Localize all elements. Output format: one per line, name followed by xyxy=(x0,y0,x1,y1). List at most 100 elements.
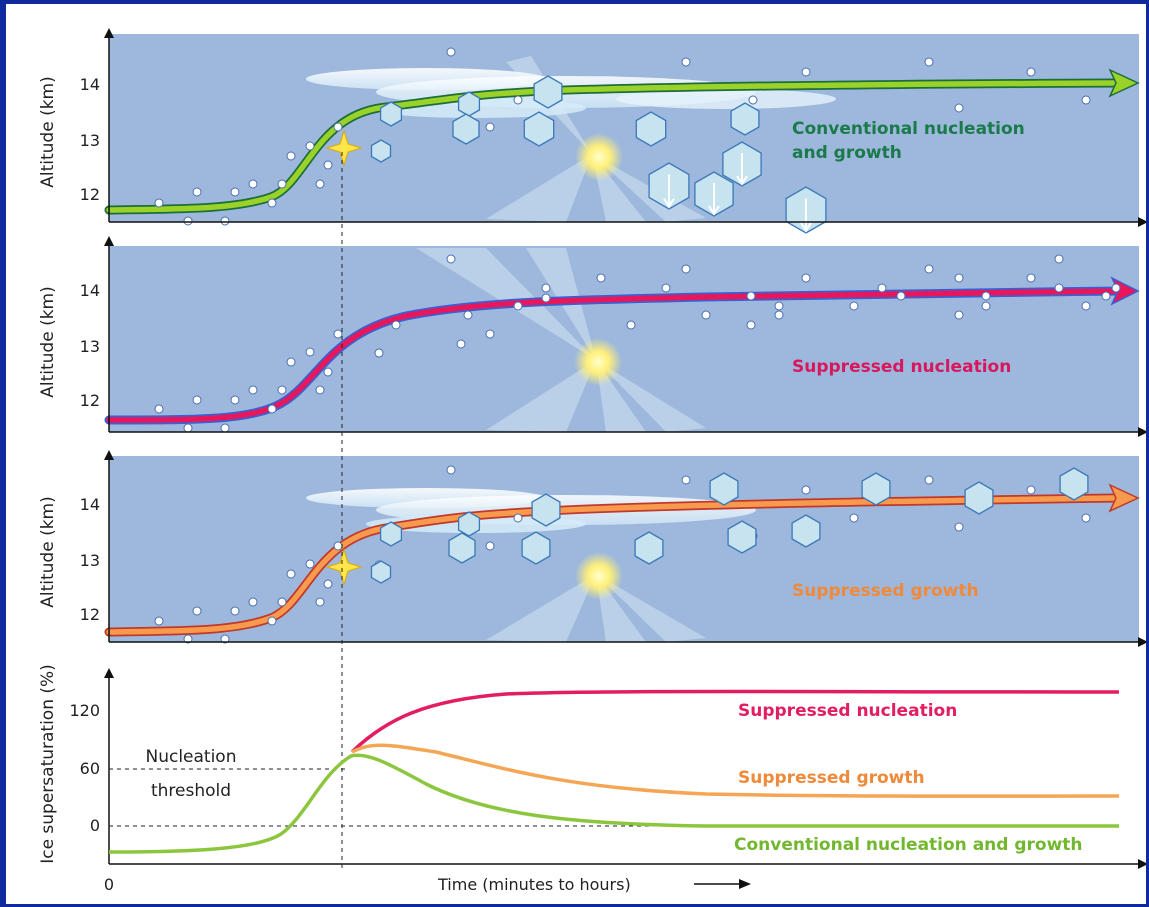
ice-crystal-icon xyxy=(370,139,392,163)
aerosol-dot xyxy=(896,291,906,301)
aerosol-dot xyxy=(277,597,287,607)
sun-icon xyxy=(574,338,622,386)
ice-crystal-icon xyxy=(709,472,739,506)
panel-label-conventional-line1: Conventional nucleation xyxy=(792,119,1025,139)
series-label-suppressed-nucleation: Suppressed nucleation xyxy=(738,701,957,721)
ice-crystal-icon xyxy=(1059,467,1089,501)
aerosol-dot xyxy=(248,179,258,189)
aerosol-dot xyxy=(774,310,784,320)
ice-crystal-icon xyxy=(457,511,481,537)
aerosol-dot xyxy=(1026,485,1036,495)
panel1-y-axis: Altitude (km) 14 13 12 xyxy=(38,75,100,204)
ice-crystal-icon xyxy=(523,111,555,147)
nucleation-star-icon xyxy=(325,548,363,586)
tick-label: 12 xyxy=(80,605,100,624)
tick-label: 13 xyxy=(80,131,100,150)
aerosol-dot xyxy=(192,606,202,616)
x-axis-label: Time (minutes to hours) xyxy=(437,875,631,894)
aerosol-dot xyxy=(801,485,811,495)
ice-crystal-icon xyxy=(861,472,891,506)
tick-label-0: 0 xyxy=(90,816,100,835)
aerosol-dot xyxy=(485,541,495,551)
y-axis-label: Ice supersaturation (%) xyxy=(38,664,58,864)
aerosol-dot xyxy=(513,513,523,523)
trajectory-line xyxy=(106,80,1119,213)
ice-crystal-icon xyxy=(457,91,481,117)
aerosol-dot xyxy=(541,283,551,293)
aerosol-dot xyxy=(333,541,343,551)
panel-axes xyxy=(104,28,1146,647)
falling-arrow-icon xyxy=(800,198,812,233)
aerosol-dot xyxy=(801,67,811,77)
ice-crystals xyxy=(370,467,1089,584)
aerosol-dot xyxy=(456,339,466,349)
aerosol-dot xyxy=(333,329,343,339)
aerosol-dot xyxy=(183,423,193,433)
nucleation-star-icon xyxy=(325,129,363,167)
trajectory-line xyxy=(106,495,1119,635)
tick-label: 14 xyxy=(80,495,100,514)
aerosol-dot xyxy=(924,57,934,67)
aerosol-dot xyxy=(183,634,193,644)
aerosol-dot xyxy=(513,95,523,105)
threshold-label-line1: Nucleation xyxy=(145,747,236,767)
threshold-label-line2: threshold xyxy=(151,781,231,801)
aerosol-dot xyxy=(286,569,296,579)
aerosol-dot xyxy=(626,320,636,330)
aerosol-dot xyxy=(183,216,193,226)
series-line-suppressed-growth xyxy=(351,743,1120,798)
aerosol-dot xyxy=(954,273,964,283)
aerosol-dot xyxy=(333,122,343,132)
ice-crystal-icon xyxy=(370,560,392,584)
aerosol-dot xyxy=(248,597,258,607)
ice-crystal-icon xyxy=(531,493,561,527)
aerosol-dot xyxy=(277,385,287,395)
ice-crystal-icon xyxy=(727,520,757,554)
aerosol-dot xyxy=(954,103,964,113)
aerosol-dot xyxy=(801,273,811,283)
x-axis-label-arrow xyxy=(694,879,751,889)
aerosol-dot xyxy=(681,264,691,274)
aerosol-dot xyxy=(541,293,551,303)
ice-crystal-icon xyxy=(533,75,563,109)
panel-suppressed-nucleation xyxy=(104,246,1140,433)
panel2-y-axis: Altitude (km) 14 13 12 xyxy=(38,281,100,410)
tick-label: 13 xyxy=(80,337,100,356)
aerosol-dot xyxy=(485,122,495,132)
sun-icon xyxy=(575,552,623,600)
aerosol-dot xyxy=(267,198,277,208)
aerosol-dot xyxy=(230,395,240,405)
ice-crystal-icon xyxy=(452,113,480,145)
aerosol-dot xyxy=(323,579,333,589)
aerosol-dot xyxy=(154,404,164,414)
ice-crystal-icon xyxy=(964,481,994,515)
falling-arrow-icon xyxy=(663,174,675,209)
aerosol-dot xyxy=(661,283,671,293)
y-axis-label: Altitude (km) xyxy=(38,496,58,608)
aerosol-dot xyxy=(1081,301,1091,311)
aerosol-dot xyxy=(774,301,784,311)
aerosol-dot xyxy=(701,310,711,320)
x-origin-label: 0 xyxy=(104,875,114,894)
aerosol-dot xyxy=(596,273,606,283)
aerosol-dot xyxy=(277,179,287,189)
aerosol-dot xyxy=(220,423,230,433)
aerosol-dot xyxy=(323,367,333,377)
aerosol-dot xyxy=(305,559,315,569)
tick-label-60: 60 xyxy=(80,759,100,778)
aerosol-dot xyxy=(323,160,333,170)
aerosol-dot xyxy=(154,616,164,626)
trajectory-line xyxy=(106,288,1124,423)
ice-crystal-icon xyxy=(791,514,821,548)
aerosol-dot xyxy=(446,254,456,264)
aerosol-dot xyxy=(446,47,456,57)
tick-label: 14 xyxy=(80,75,100,94)
aerosol-dot xyxy=(981,301,991,311)
series-label-suppressed-growth: Suppressed growth xyxy=(738,768,925,788)
figure-frame: Altitude (km) 14 13 12 Altitude (km) 14 … xyxy=(6,4,1146,904)
sun-icon xyxy=(575,133,623,181)
aerosol-dot xyxy=(220,634,230,644)
aerosol-dot xyxy=(746,291,756,301)
aerosol-dot xyxy=(924,264,934,274)
aerosol-dot xyxy=(267,616,277,626)
